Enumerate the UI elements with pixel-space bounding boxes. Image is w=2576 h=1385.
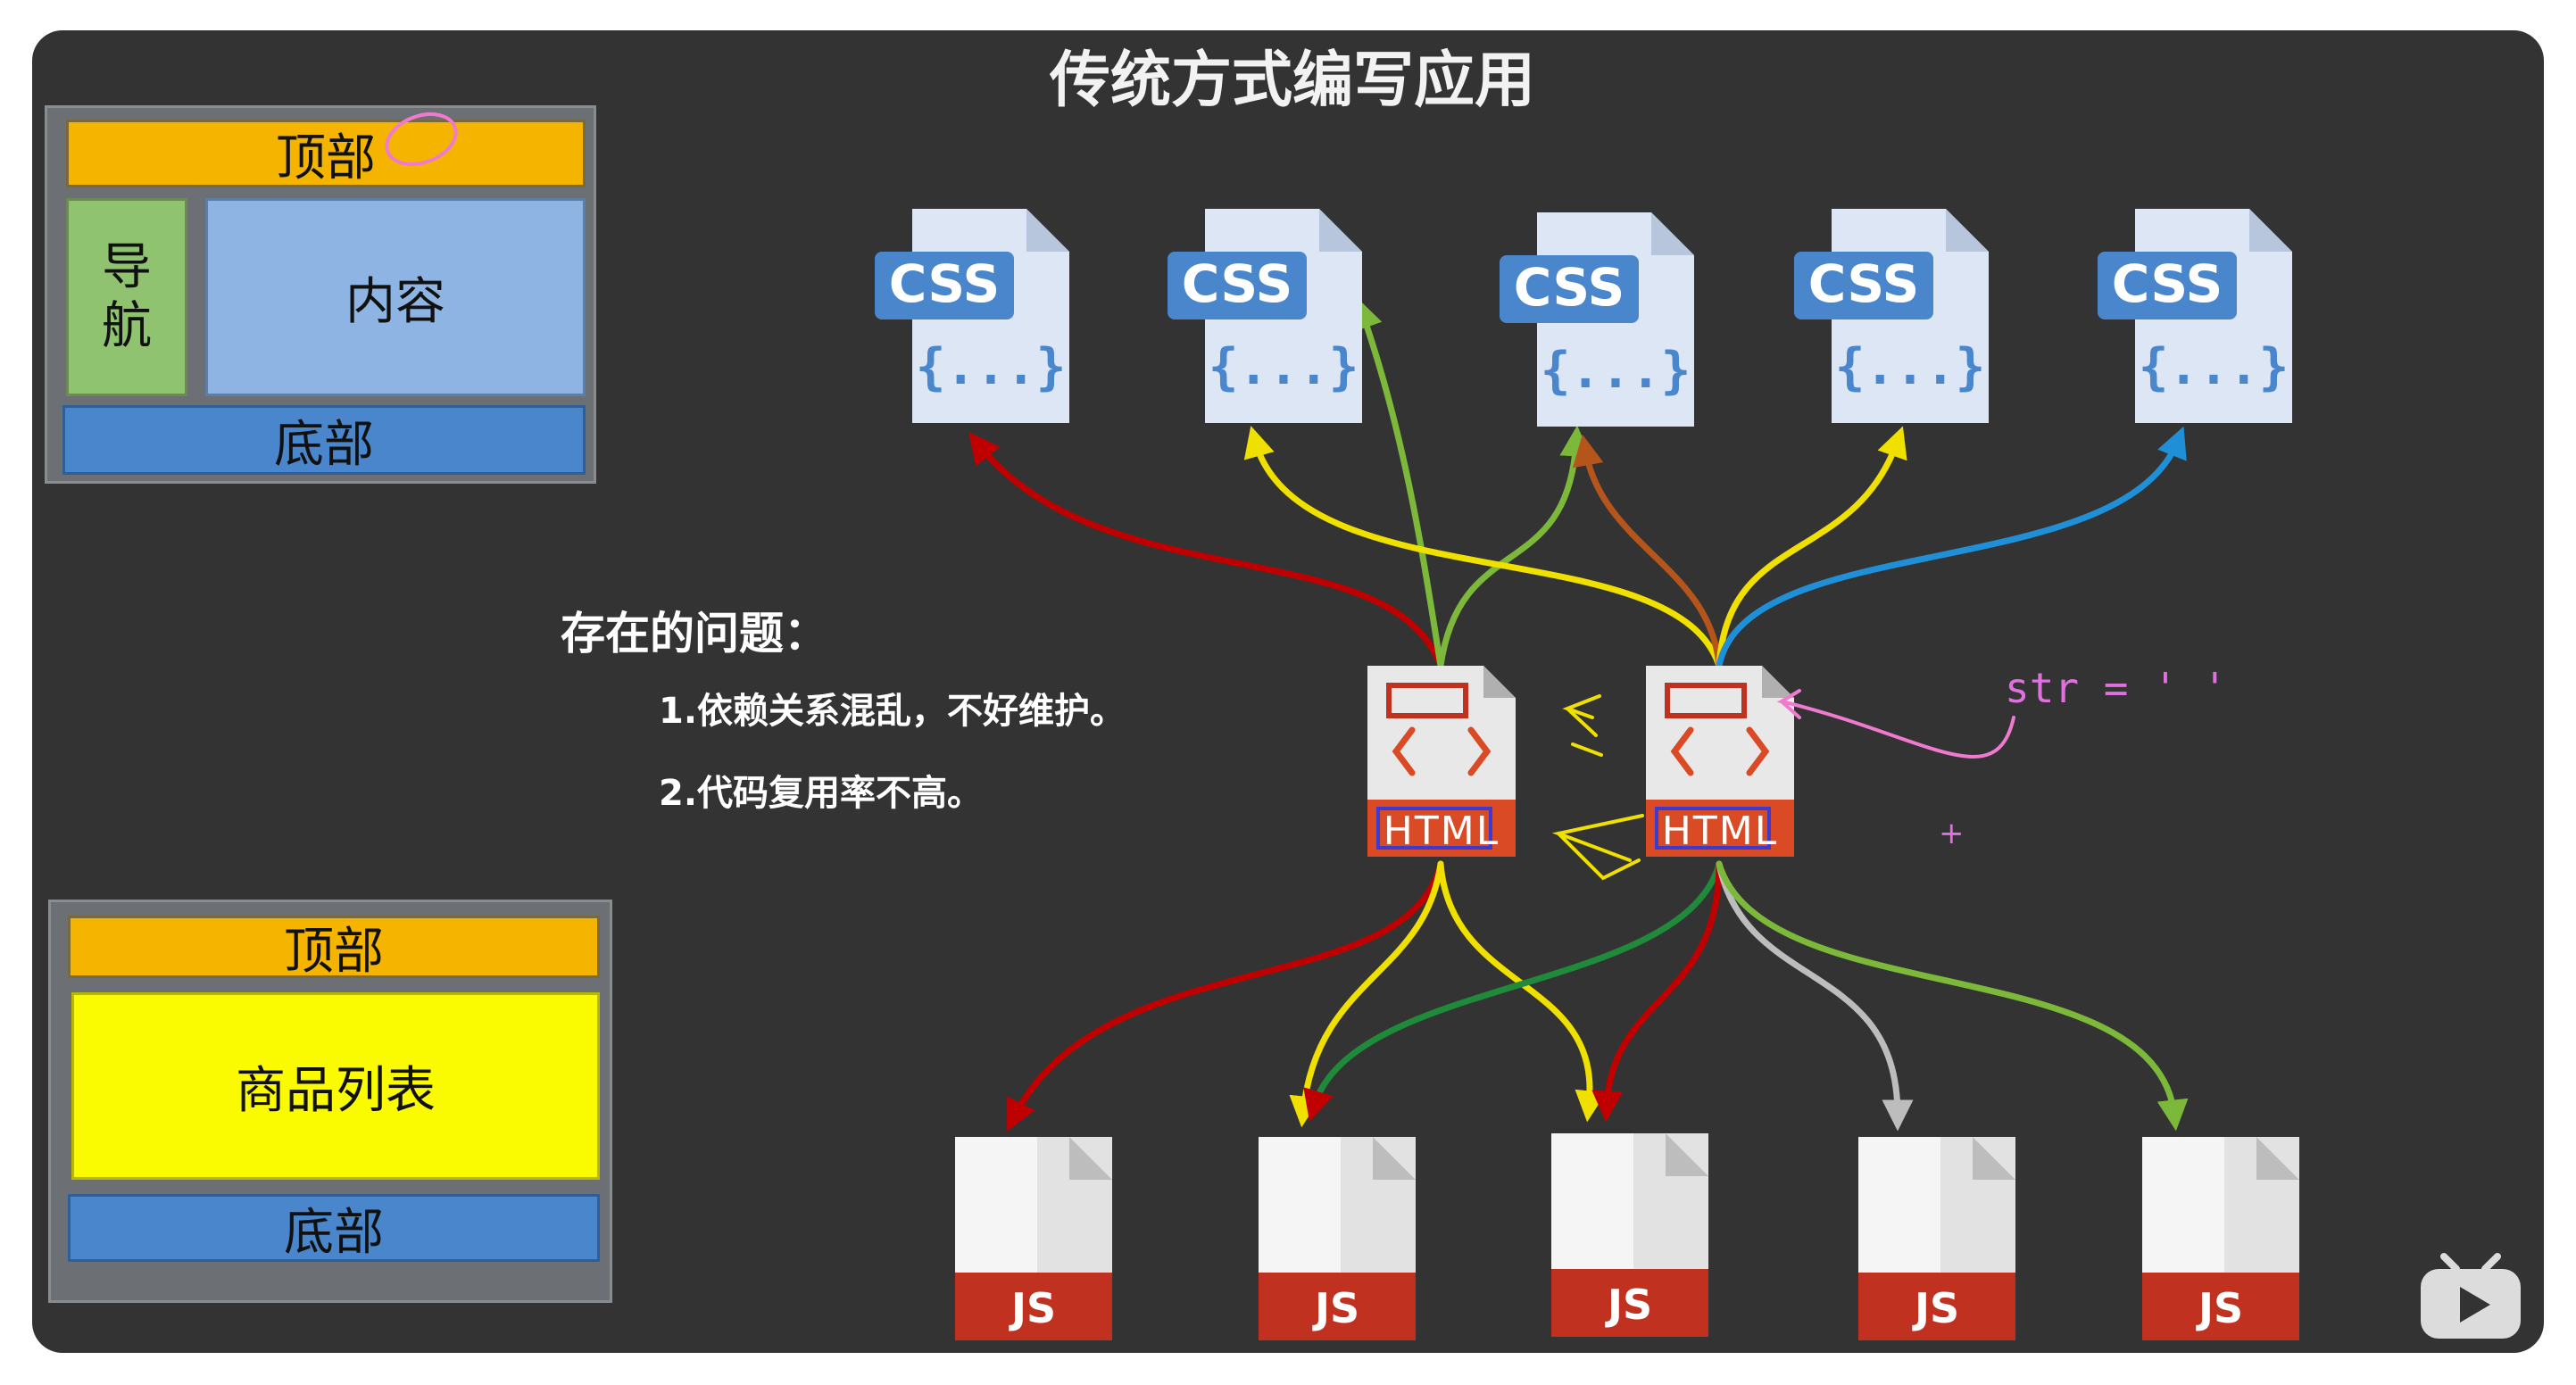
css-file-icon: CSS {...} bbox=[2098, 209, 2292, 423]
html-file-label: HTML bbox=[1662, 809, 1778, 854]
layout1-nav: 导航 bbox=[66, 198, 187, 396]
js-file-label: JS bbox=[1912, 1284, 1959, 1332]
problem-item-2: 2.代码复用率不高。 bbox=[659, 773, 984, 814]
arrow-html2-css5 bbox=[1716, 426, 2187, 669]
page-title: 传统方式编写应用 bbox=[1050, 46, 1536, 116]
js-file-icon: JS bbox=[1259, 1137, 1416, 1340]
html-file-label: HTML bbox=[1384, 809, 1500, 854]
arrow-html1-css3 bbox=[1437, 425, 1591, 669]
arrow-html1-css2 bbox=[1352, 297, 1444, 669]
arrow-html2-js3 bbox=[1591, 860, 1723, 1123]
js-file-label: JS bbox=[1605, 1281, 1652, 1329]
css-file-glyph: {...} bbox=[1835, 338, 1986, 396]
arrow-html1-js1 bbox=[1007, 860, 1444, 1132]
arrow-html1-js2 bbox=[1289, 860, 1444, 1128]
js-file-icon: JS bbox=[1858, 1137, 2015, 1340]
dependency-arrows bbox=[968, 297, 2189, 1132]
arrow-html1-css1 bbox=[968, 432, 1444, 669]
layout1-bottom: 底部 bbox=[62, 405, 586, 475]
js-file-label: JS bbox=[1312, 1284, 1359, 1332]
yellow-scribble-1 bbox=[1562, 694, 1603, 757]
layout2-product-list: 商品列表 bbox=[71, 992, 600, 1180]
pink-arrow-annotation bbox=[1776, 689, 2015, 759]
css-file-icon: CSS {...} bbox=[875, 209, 1069, 423]
arrow-html2-js5 bbox=[1716, 860, 2189, 1132]
plus-annotation: + bbox=[1939, 816, 1965, 851]
layout2-bottom: 底部 bbox=[68, 1194, 600, 1262]
css-file-label: CSS bbox=[1808, 253, 1920, 314]
arrow-html2-js4 bbox=[1716, 860, 1914, 1132]
layout1-content: 内容 bbox=[205, 198, 586, 396]
problems-heading: 存在的问题： bbox=[561, 608, 828, 659]
arrow-html2-css3 bbox=[1572, 434, 1723, 669]
css-file-label: CSS bbox=[2112, 253, 2223, 314]
js-file-label: JS bbox=[2196, 1284, 2243, 1332]
js-file-icon: JS bbox=[955, 1137, 1112, 1340]
str-annotation: str = ' ' bbox=[2005, 664, 2228, 712]
css-file-label: CSS bbox=[889, 253, 1001, 314]
html-file-icon: HTML bbox=[1367, 666, 1516, 857]
yellow-scribble-2 bbox=[1551, 814, 1644, 881]
css-file-label: CSS bbox=[1182, 253, 1293, 314]
js-file-icon: JS bbox=[2142, 1137, 2299, 1340]
js-file-label: JS bbox=[1009, 1284, 1056, 1332]
css-file-icon: CSS {...} bbox=[1168, 209, 1362, 423]
problem-item-1: 1.依赖关系混乱，不好维护。 bbox=[659, 691, 1126, 732]
slide: 传统方式编写应用 顶部 导航 内容 底部 顶部 商品列表 底部 存在的问题： 1… bbox=[32, 30, 2544, 1353]
css-file-label: CSS bbox=[1514, 257, 1625, 318]
pink-circle-annotation bbox=[385, 112, 458, 167]
layout1-top: 顶部 bbox=[66, 120, 586, 187]
dependency-diagram: CSS {...} CSS {...} CSS {...} CSS {...} CSS {...}… bbox=[385, 112, 2299, 1340]
arrow-html2-css2 bbox=[1243, 426, 1723, 669]
arrow-html2-css4 bbox=[1716, 426, 1907, 669]
css-file-icon: CSS {...} bbox=[1794, 209, 1989, 423]
css-file-glyph: {...} bbox=[916, 338, 1067, 396]
js-file-icon: JS bbox=[1551, 1133, 1708, 1337]
layout2-top: 顶部 bbox=[68, 916, 600, 981]
css-file-icon: CSS {...} bbox=[1500, 212, 1694, 427]
html-files: HTML HTML bbox=[1367, 666, 1794, 857]
css-file-glyph: {...} bbox=[2139, 338, 2289, 396]
css-file-glyph: {...} bbox=[1209, 338, 1359, 396]
css-files: CSS {...} CSS {...} CSS {...} CSS {...} CSS {...} bbox=[875, 209, 2292, 427]
handdrawn-annotations bbox=[385, 112, 2015, 881]
arrow-html2-js2 bbox=[1303, 860, 1723, 1122]
html-file-icon: HTML bbox=[1646, 666, 1794, 857]
bilibili-play-icon[interactable] bbox=[2417, 1253, 2524, 1342]
js-files: JS JS JS JS JS bbox=[955, 1133, 2299, 1340]
css-file-glyph: {...} bbox=[1541, 342, 1691, 400]
